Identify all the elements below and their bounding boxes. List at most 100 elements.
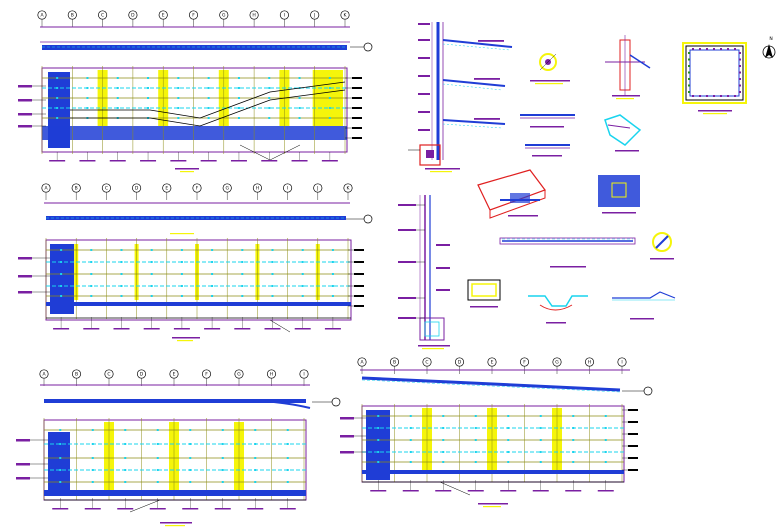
rebar-tick <box>713 95 715 97</box>
rebar-mark <box>237 97 240 99</box>
callout-tag <box>435 490 452 492</box>
plan-1-bottom-tags <box>49 152 338 162</box>
callout-tag <box>354 249 364 251</box>
plan-2-right-tags <box>348 249 364 307</box>
callout-tag <box>18 291 32 294</box>
rebar-mark <box>474 461 477 463</box>
grid-bubble-label: H <box>270 372 273 378</box>
rebar-mark <box>177 77 180 79</box>
rebar-mark <box>507 439 510 441</box>
grid-bubble-label: E <box>173 372 176 378</box>
rebar-mark <box>572 451 575 453</box>
callout-tag <box>84 508 101 510</box>
rebar-mark <box>474 415 477 417</box>
callout-tag <box>597 490 614 492</box>
rebar-mark <box>177 97 180 99</box>
grid-bubble <box>299 369 309 379</box>
callout-tag <box>402 490 419 492</box>
grid-bubble <box>71 369 82 379</box>
rebar-mark <box>180 295 183 297</box>
callout-tag <box>418 111 430 113</box>
rebar-tick <box>739 52 741 54</box>
grid-bubble-label: C <box>101 13 104 19</box>
rebar-tick <box>692 95 694 97</box>
rebar-mark <box>180 261 183 263</box>
rebar-mark <box>150 261 153 263</box>
rebar-mark <box>604 427 607 429</box>
grid-bubble-label: D <box>140 372 144 378</box>
rebar-mark <box>328 77 331 79</box>
grid-bubble <box>266 369 277 379</box>
rebar-mark <box>116 77 119 79</box>
callout-tag <box>182 508 199 510</box>
rebar-mark <box>377 427 380 429</box>
rebar-mark <box>56 107 59 109</box>
callout-tag <box>628 469 638 471</box>
callout-tag <box>565 490 582 492</box>
rebar-mark <box>189 481 192 483</box>
rebar-mark <box>237 77 240 79</box>
rebar-mark <box>271 295 274 297</box>
rebar-mark <box>60 261 63 263</box>
vertical-section-2 <box>418 195 450 350</box>
rebar-mark <box>539 461 542 463</box>
rebar-mark <box>254 457 257 459</box>
rebar-tick <box>739 58 741 61</box>
callout-tag <box>628 409 638 411</box>
rebar-mark <box>539 427 542 429</box>
rebar-mark <box>156 481 159 483</box>
callout-tag <box>418 23 430 25</box>
callout-tag <box>398 261 416 263</box>
rebar-tick <box>739 84 741 87</box>
callout-tag <box>628 457 638 459</box>
rebar-mark <box>268 77 271 79</box>
rebar-mark <box>221 457 224 459</box>
plan-1-section-strip <box>40 26 373 52</box>
rebar-mark <box>286 457 289 459</box>
rebar-mark <box>331 261 334 263</box>
callout-tag <box>418 93 430 95</box>
rebar-mark <box>572 415 575 417</box>
rebar-tick <box>734 95 736 97</box>
detail-grid-block <box>598 175 640 214</box>
rebar-mark <box>539 439 542 441</box>
callout-tag <box>149 508 166 510</box>
grid-bubble-label: A <box>40 13 44 19</box>
rebar-mark <box>241 273 244 275</box>
callout-tag <box>18 257 32 260</box>
callout-tag <box>467 490 484 492</box>
callout-tag <box>230 160 247 162</box>
rebar-mark <box>301 295 304 297</box>
rebar-mark <box>156 443 159 445</box>
rebar-mark <box>221 481 224 483</box>
rebar-tick <box>688 58 690 61</box>
callout-tag <box>352 137 362 139</box>
rebar-mark <box>124 469 127 471</box>
rebar-mark <box>377 415 380 417</box>
rebar-mark <box>241 285 244 287</box>
north-label: N <box>769 36 772 42</box>
vertical-section-1-tags <box>418 23 504 131</box>
callout-tag <box>18 125 32 128</box>
rebar-mark <box>211 249 214 251</box>
callout-tag <box>18 113 32 116</box>
grid-bubble-label: A <box>360 360 364 366</box>
callout-tag <box>143 328 160 330</box>
vertical-section-2-tags <box>398 204 450 319</box>
plan-4-main-plan <box>361 404 625 508</box>
rebar-mark <box>301 261 304 263</box>
rebar-mark <box>301 249 304 251</box>
rebar-mark <box>91 443 94 445</box>
rebar-mark <box>90 295 93 297</box>
callout-tag <box>418 39 430 41</box>
grid-bubble <box>454 357 465 367</box>
plan-1-main-plan <box>41 66 348 173</box>
rebar-mark <box>474 439 477 441</box>
grid-bubble-label: K <box>347 186 351 192</box>
rebar-mark <box>147 77 150 79</box>
rebar-mark <box>56 77 59 79</box>
detail-column-cross <box>605 35 651 100</box>
rebar-mark <box>60 273 63 275</box>
callout-tag <box>354 295 364 297</box>
